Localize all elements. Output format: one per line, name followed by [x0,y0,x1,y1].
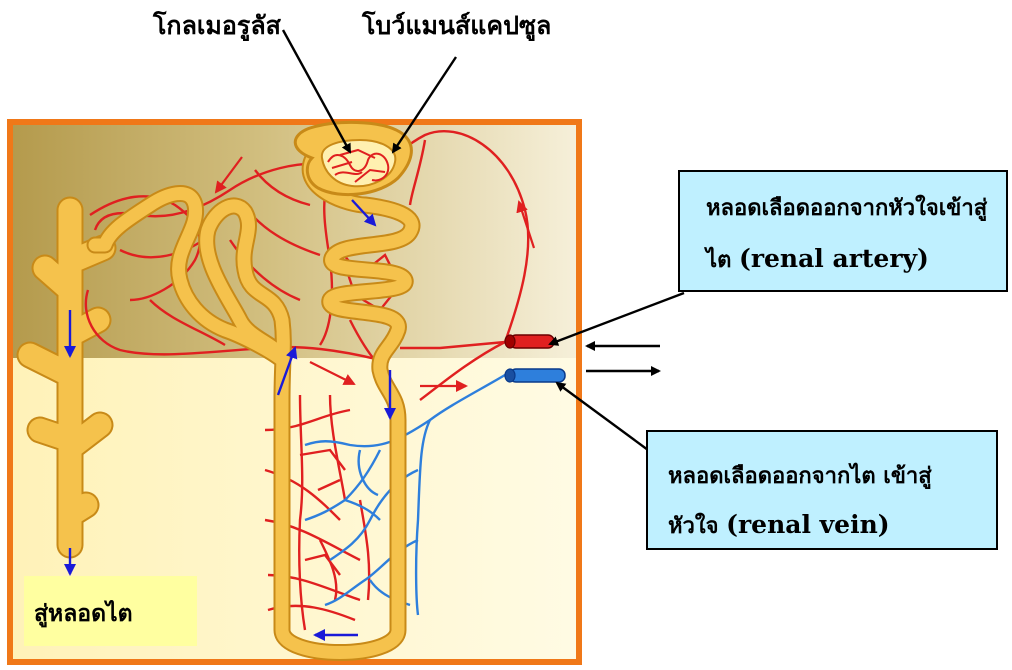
renal-artery-english: (renal artery) [739,244,929,273]
renal-vein-english: (renal vein) [726,510,889,539]
renal-artery-callout-line1: หลอดเลือดออกจากหัวใจเข้าสู่ [706,190,987,225]
outlet-label-box: สู่หลอดไต [24,576,197,646]
renal-artery-callout-line2: ไต (renal artery) [706,242,929,277]
renal-artery-callout: หลอดเลือดออกจากหัวใจเข้าสู่ ไต (renal ar… [678,170,1008,292]
renal-vein-callout-line1: หลอดเลือดออกจากไต เข้าสู่ [668,458,932,493]
renal-vein-callout-line2: หัวใจ (renal vein) [668,508,890,543]
renal-vein-callout: หลอดเลือดออกจากไต เข้าสู่ หัวใจ (renal v… [646,430,998,550]
renal-vein-stub [505,369,565,382]
renal-artery-thai: ไต [706,247,731,273]
bowmans-capsule-label: โบว์แมนส์แคปซูล [362,6,551,46]
renal-vein-thai: หัวใจ [668,513,719,539]
outlet-label: สู่หลอดไต [34,596,133,632]
glomerulus-label: โกลเมอรูลัส [153,6,281,46]
renal-artery-stub [505,335,554,348]
